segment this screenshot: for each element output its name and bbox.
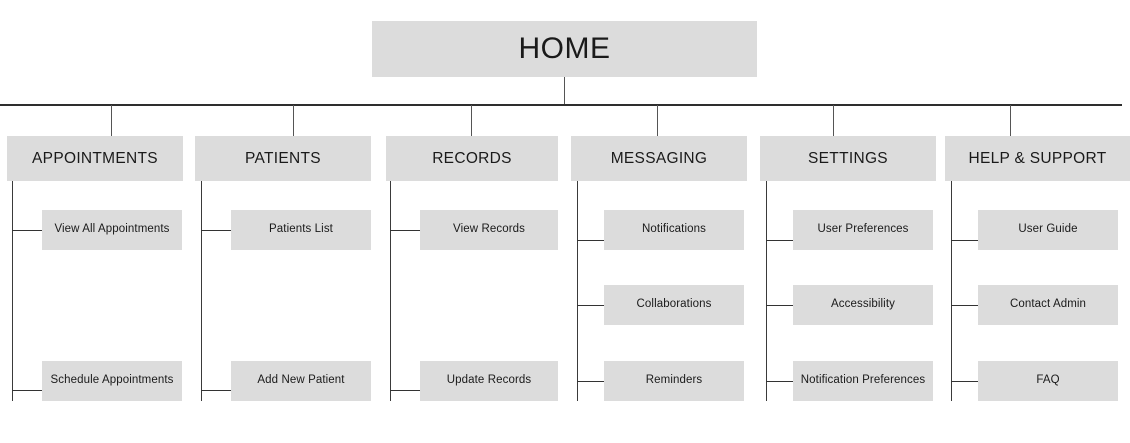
node-notifications[interactable]: Notifications — [604, 210, 744, 250]
node-notification-preferences[interactable]: Notification Preferences — [793, 361, 933, 401]
branch-help-support-1 — [951, 240, 978, 242]
node-add-new-patient-label: Add New Patient — [257, 374, 345, 387]
node-appointments[interactable]: APPOINTMENTS — [7, 136, 183, 181]
node-contact-admin[interactable]: Contact Admin — [978, 285, 1118, 325]
node-home-label: HOME — [518, 31, 611, 65]
node-schedule-appointments-label: Schedule Appointments — [50, 374, 174, 387]
node-appointments-label: APPOINTMENTS — [32, 149, 158, 167]
node-settings[interactable]: SETTINGS — [760, 136, 936, 181]
branch-help-support-3 — [951, 381, 978, 383]
node-user-preferences-label: User Preferences — [817, 223, 909, 236]
connector-bus — [0, 104, 1122, 106]
node-user-preferences[interactable]: User Preferences — [793, 210, 933, 250]
node-collaborations[interactable]: Collaborations — [604, 285, 744, 325]
rail-settings — [766, 181, 768, 401]
node-records[interactable]: RECORDS — [386, 136, 558, 181]
node-contact-admin-label: Contact Admin — [1009, 298, 1087, 311]
node-patients-label: PATIENTS — [245, 149, 321, 167]
node-update-records-label: Update Records — [446, 374, 532, 387]
branch-records-2 — [390, 390, 420, 392]
node-view-all-appointments-label: View All Appointments — [54, 223, 170, 236]
node-view-records-label: View Records — [453, 223, 525, 236]
connector-root-stem — [564, 77, 566, 105]
branch-settings-2 — [766, 305, 793, 307]
connector-stem-records — [471, 105, 473, 136]
node-view-all-appointments[interactable]: View All Appointments — [42, 210, 182, 250]
node-home[interactable]: HOME — [372, 21, 757, 77]
node-patients-list-label: Patients List — [269, 223, 333, 236]
rail-appointments — [12, 181, 14, 401]
node-patients[interactable]: PATIENTS — [195, 136, 371, 181]
node-update-records[interactable]: Update Records — [420, 361, 558, 401]
branch-appointments-2 — [12, 390, 42, 392]
rail-patients — [201, 181, 203, 401]
branch-patients-1 — [201, 230, 231, 232]
connector-stem-messaging — [657, 105, 659, 136]
node-schedule-appointments[interactable]: Schedule Appointments — [42, 361, 182, 401]
node-accessibility-label: Accessibility — [831, 298, 895, 311]
node-add-new-patient[interactable]: Add New Patient — [231, 361, 371, 401]
node-collaborations-label: Collaborations — [636, 298, 712, 311]
branch-appointments-1 — [12, 230, 42, 232]
node-notification-preferences-label: Notification Preferences — [800, 374, 926, 387]
node-reminders[interactable]: Reminders — [604, 361, 744, 401]
node-faq[interactable]: FAQ — [978, 361, 1118, 401]
branch-messaging-2 — [577, 305, 604, 307]
branch-settings-3 — [766, 381, 793, 383]
node-messaging-label: MESSAGING — [610, 149, 708, 167]
node-accessibility[interactable]: Accessibility — [793, 285, 933, 325]
node-help-support-label: HELP & SUPPORT — [968, 149, 1107, 167]
node-settings-label: SETTINGS — [808, 149, 888, 167]
connector-stem-help-support — [1010, 105, 1012, 136]
branch-records-1 — [390, 230, 420, 232]
node-messaging[interactable]: MESSAGING — [571, 136, 747, 181]
node-notifications-label: Notifications — [642, 223, 706, 236]
connector-stem-patients — [293, 105, 295, 136]
rail-help-support — [951, 181, 953, 401]
branch-messaging-3 — [577, 381, 604, 383]
node-user-guide[interactable]: User Guide — [978, 210, 1118, 250]
node-reminders-label: Reminders — [645, 374, 703, 387]
node-faq-label: FAQ — [1036, 374, 1060, 387]
rail-records — [390, 181, 392, 401]
branch-patients-2 — [201, 390, 231, 392]
connector-stem-settings — [833, 105, 835, 136]
node-user-guide-label: User Guide — [1018, 223, 1078, 236]
branch-help-support-2 — [951, 305, 978, 307]
connector-stem-appointments — [111, 105, 113, 136]
node-help-support[interactable]: HELP & SUPPORT — [945, 136, 1130, 181]
branch-settings-1 — [766, 240, 793, 242]
node-records-label: RECORDS — [432, 149, 512, 167]
rail-messaging — [577, 181, 579, 401]
node-patients-list[interactable]: Patients List — [231, 210, 371, 250]
branch-messaging-1 — [577, 240, 604, 242]
node-view-records[interactable]: View Records — [420, 210, 558, 250]
